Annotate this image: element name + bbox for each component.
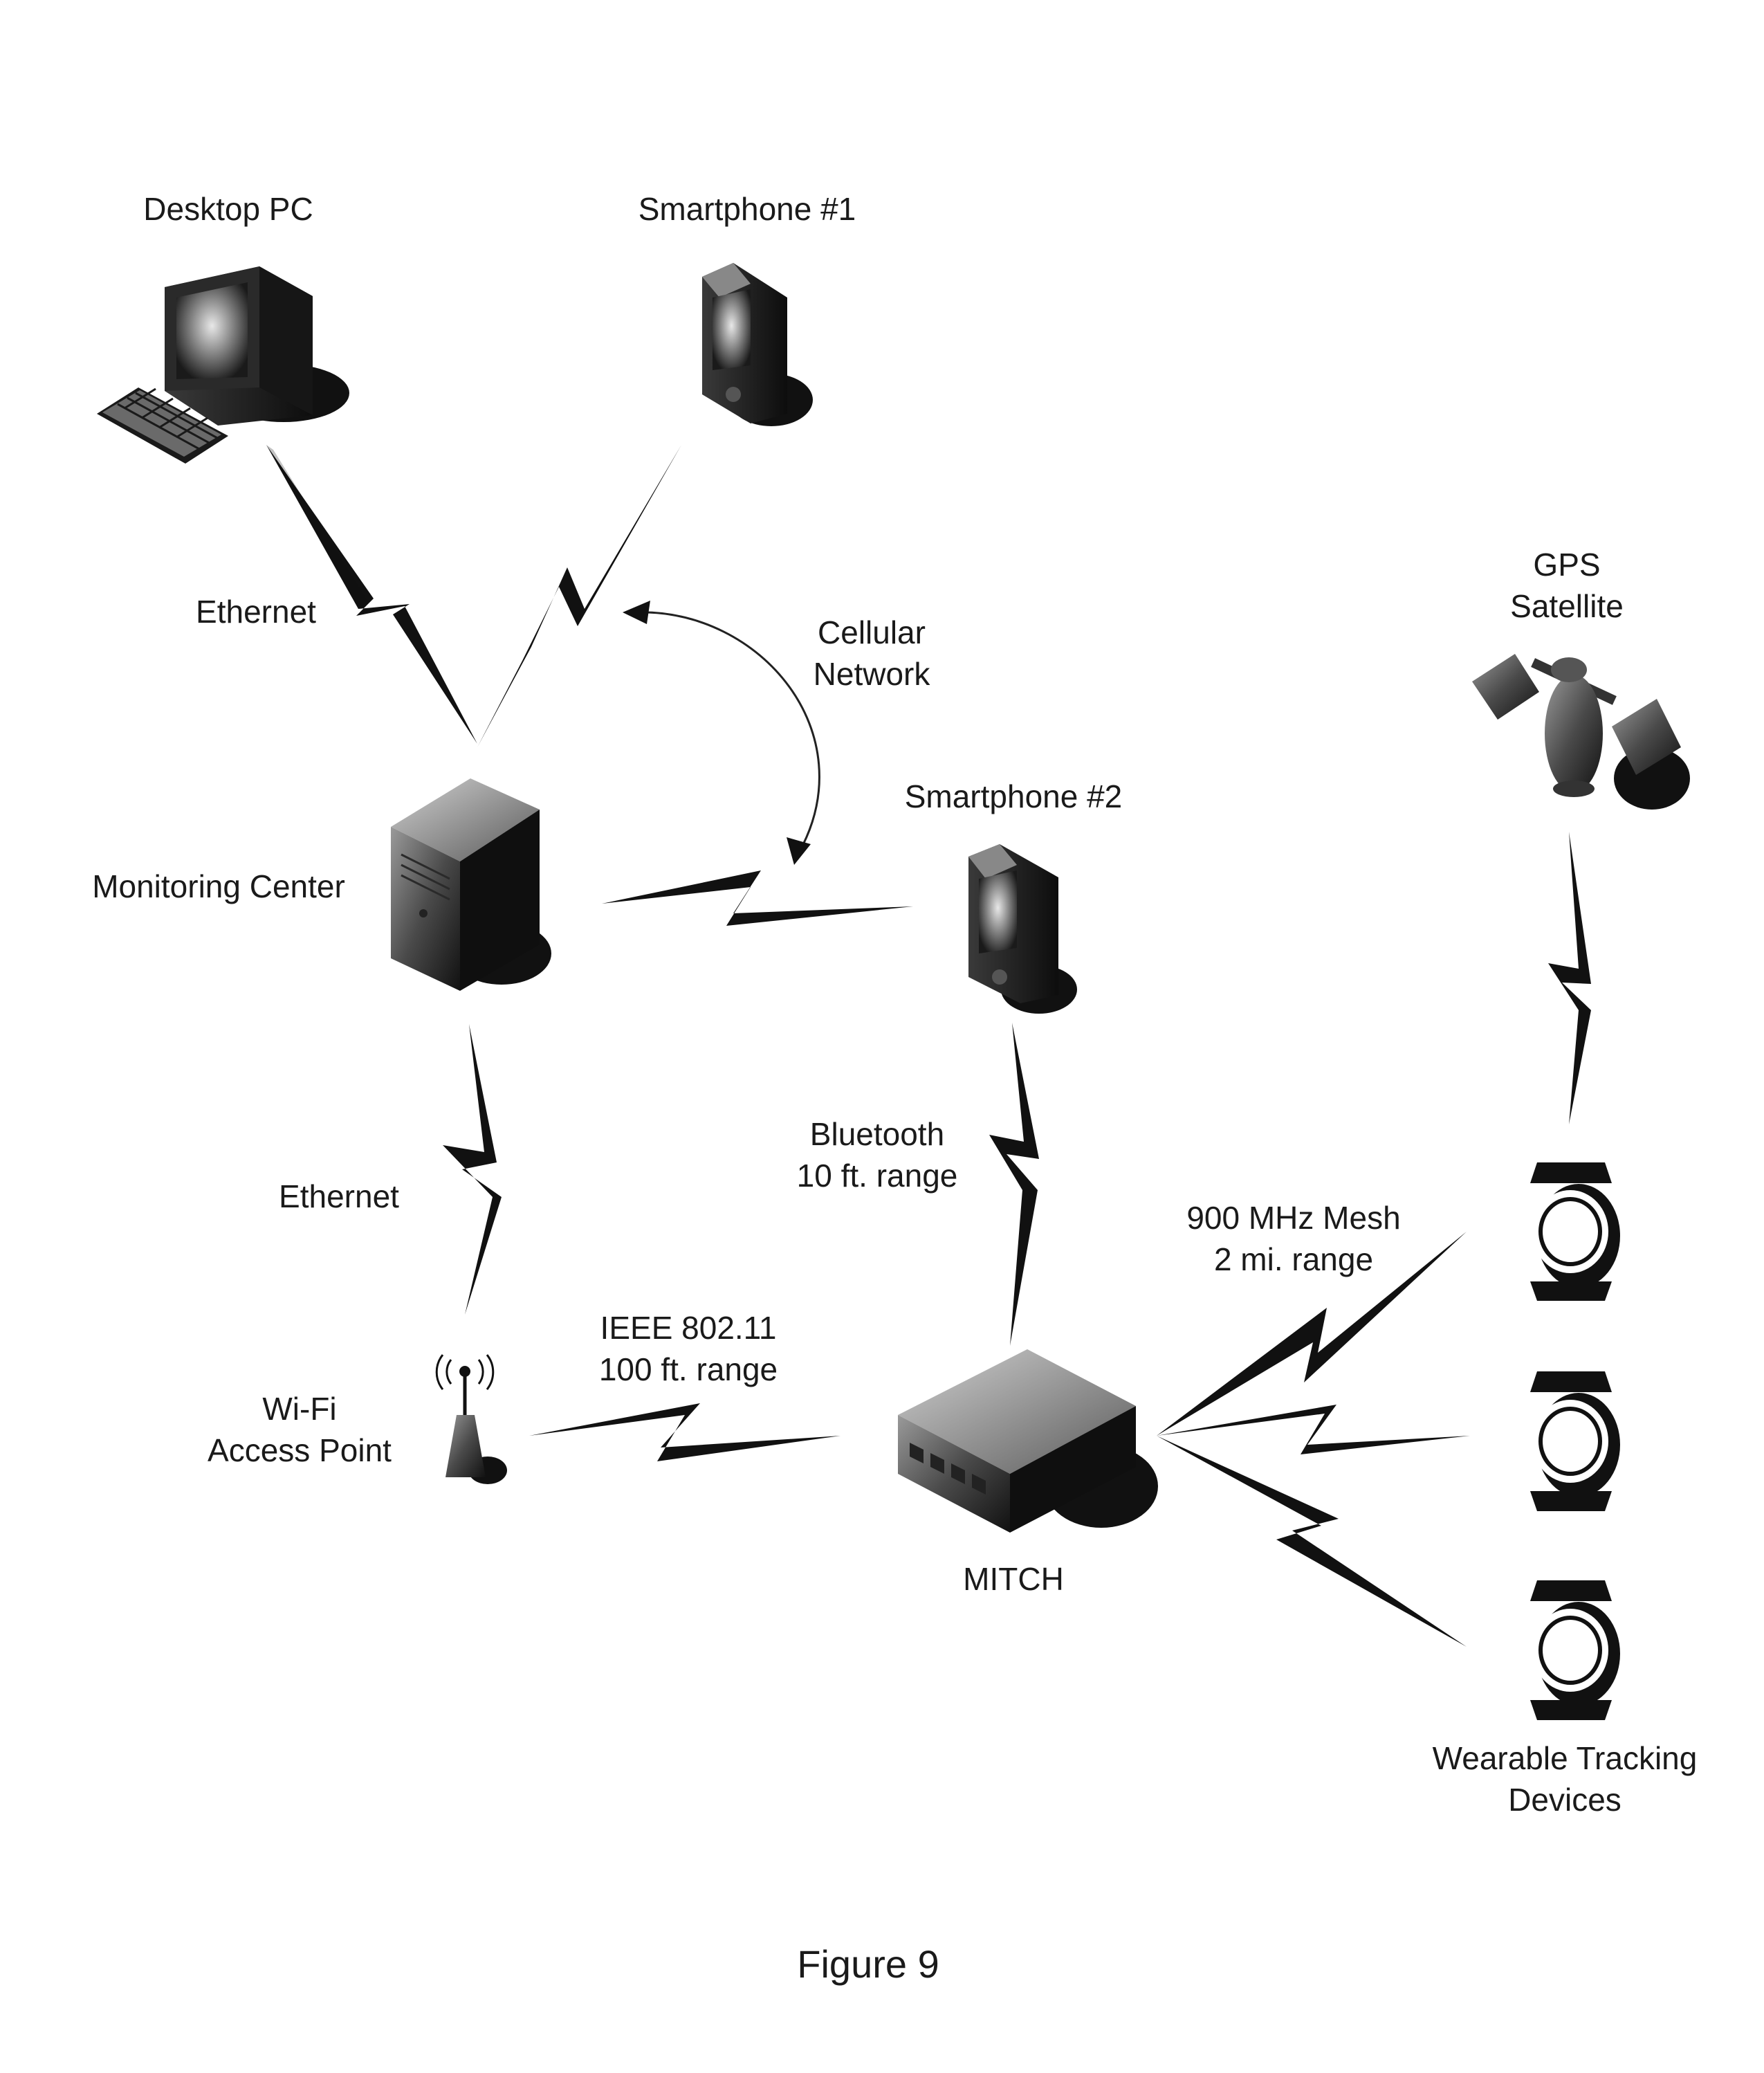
ethernet-bottom-label: Ethernet — [279, 1178, 399, 1214]
mesh-label-line2: 2 mi. range — [1214, 1241, 1373, 1277]
link-labels: Ethernet Cellular Network Ethernet Bluet… — [196, 594, 1401, 1387]
wifi-access-point: Wi-Fi Access Point — [208, 1355, 507, 1484]
ieee-80211-label-line1: IEEE 802.11 — [600, 1310, 777, 1346]
mitch-label: MITCH — [963, 1561, 1064, 1597]
gps-satellite: GPS Satellite — [1472, 547, 1690, 810]
cellular-arrowhead-top — [623, 601, 650, 624]
cellular-link-smartphone2 — [602, 870, 913, 926]
smartphone-1: Smartphone #1 — [638, 191, 856, 426]
wearable-device-3 — [1530, 1580, 1620, 1720]
ieee-80211-link — [529, 1403, 840, 1461]
cellular-link-smartphone1 — [477, 445, 681, 747]
wifi-access-point-label-line2: Access Point — [208, 1432, 392, 1468]
wearable-tracking-devices: Wearable Tracking Devices — [1433, 1162, 1698, 1818]
cellular-arrowhead-bottom — [787, 837, 811, 865]
bluetooth-label-line1: Bluetooth — [810, 1116, 944, 1152]
smartphone-2-label: Smartphone #2 — [905, 778, 1123, 814]
mitch: MITCH — [898, 1349, 1158, 1597]
desktop-pc-label: Desktop PC — [143, 191, 313, 227]
gps-satellite-label-line1: GPS — [1533, 547, 1600, 583]
smartphone-icon — [702, 263, 787, 423]
ethernet-top-label: Ethernet — [196, 594, 316, 630]
wearable-devices-label-line2: Devices — [1508, 1782, 1621, 1818]
mesh-link-wearable-2 — [1157, 1405, 1470, 1454]
bluetooth-link — [989, 1023, 1039, 1346]
cellular-network-label-line2: Network — [814, 656, 931, 692]
smartphone-2: Smartphone #2 — [905, 778, 1123, 1014]
desktop-pc: Desktop PC — [97, 191, 349, 464]
mesh-label-line1: 900 MHz Mesh — [1186, 1200, 1400, 1236]
wearable-device-1 — [1530, 1162, 1620, 1301]
smartphone-1-label: Smartphone #1 — [638, 191, 856, 227]
ethernet-link-wifi — [443, 1024, 502, 1315]
gps-link — [1548, 832, 1591, 1124]
mesh-link-wearable-3 — [1157, 1436, 1467, 1647]
ieee-80211-label-line2: 100 ft. range — [599, 1351, 778, 1387]
wifi-access-point-label-line1: Wi-Fi — [262, 1391, 336, 1427]
wearable-device-2 — [1530, 1371, 1620, 1511]
wearable-devices-label-line1: Wearable Tracking — [1433, 1740, 1698, 1776]
figure-caption: Figure 9 — [797, 1942, 939, 1986]
cellular-network-label-line1: Cellular — [818, 614, 926, 650]
cellular-network-arrow — [636, 612, 819, 852]
gps-satellite-label-line2: Satellite — [1510, 588, 1624, 624]
bluetooth-label-line2: 10 ft. range — [797, 1158, 958, 1194]
smartphone-icon — [968, 844, 1058, 1003]
monitoring-center-label: Monitoring Center — [92, 868, 345, 904]
monitoring-center: Monitoring Center — [92, 778, 551, 991]
monitor-icon — [165, 266, 313, 426]
